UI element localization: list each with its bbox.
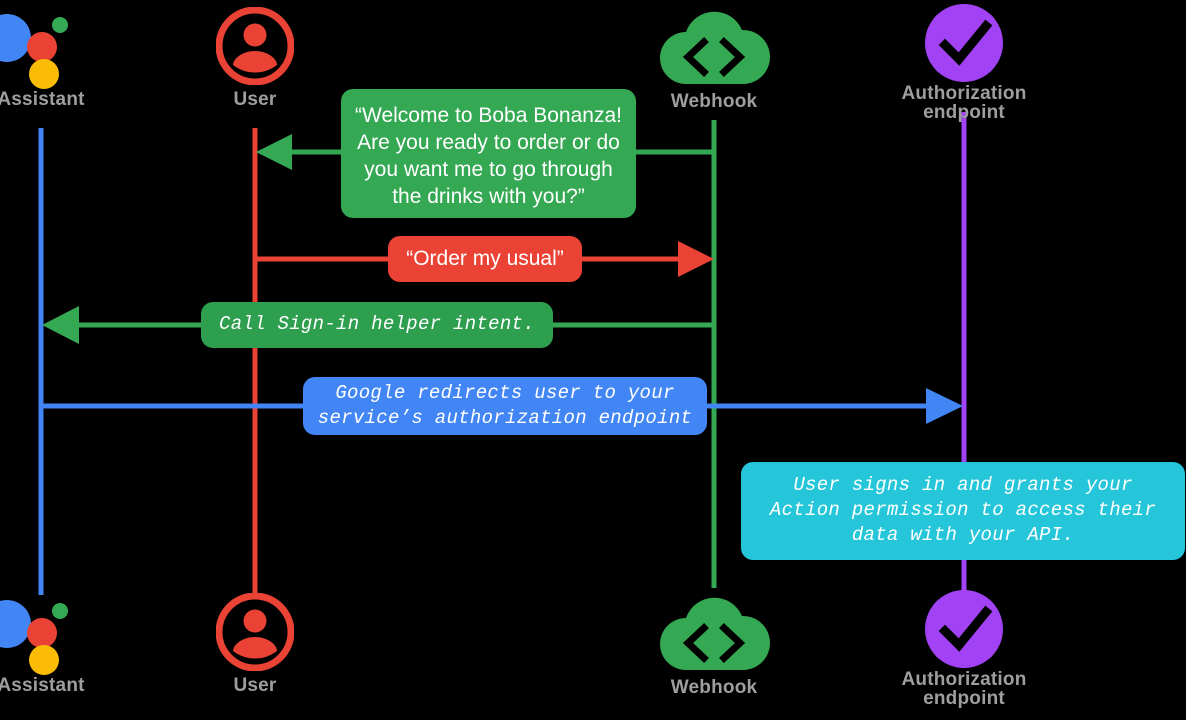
message-line-text: Google redirects user to your bbox=[335, 382, 675, 404]
arrowhead-signin bbox=[42, 306, 79, 344]
message-line-text: User signs in and grants your bbox=[793, 474, 1133, 496]
message-line-text: service’s authorization endpoint bbox=[317, 407, 693, 429]
assistant-dot-red bbox=[27, 32, 57, 62]
arrowhead-order bbox=[678, 241, 714, 277]
actor-auth-top: Authorization endpoint bbox=[864, 0, 1064, 122]
message-bubble-welcome: “Welcome to Boba Bonanza! Are you ready … bbox=[341, 89, 636, 218]
cloud-code-icon bbox=[654, 586, 774, 678]
actor-user-top: User bbox=[155, 4, 355, 109]
assistant-dot-yellow bbox=[29, 59, 59, 89]
google-assistant-icon bbox=[0, 590, 101, 676]
user-avatar-icon bbox=[195, 4, 315, 90]
actor-label-assistant: Assistant bbox=[0, 89, 85, 110]
message-bubble-user-grants: User signs in and grants your Action per… bbox=[741, 462, 1185, 560]
actor-label-auth: Authorization endpoint bbox=[901, 669, 1027, 709]
actor-label-assistant: Assistant bbox=[0, 675, 85, 696]
user-avatar-icon bbox=[195, 590, 315, 676]
message-bubble-order: “Order my usual” bbox=[388, 236, 582, 282]
actor-webhook-top: Webhook bbox=[614, 0, 814, 111]
arrowhead-redirect bbox=[926, 388, 963, 424]
message-line-text: Call Sign-in helper intent. bbox=[219, 313, 535, 335]
message-line-text: data with your API. bbox=[851, 524, 1075, 546]
actor-user-bottom: User bbox=[155, 590, 355, 695]
message-line-text: the drinks with you?” bbox=[392, 185, 585, 208]
actor-label-auth: Authorization endpoint bbox=[901, 83, 1027, 123]
assistant-dot-green bbox=[52, 603, 68, 619]
assistant-dot-blue bbox=[0, 600, 31, 648]
actor-label-webhook: Webhook bbox=[670, 91, 758, 112]
purple-check-circle-icon bbox=[904, 586, 1024, 670]
actor-assistant-bottom: Assistant bbox=[0, 590, 141, 695]
assistant-dot-red bbox=[27, 618, 57, 648]
assistant-dot-blue bbox=[0, 14, 31, 62]
actor-webhook-bottom: Webhook bbox=[614, 586, 814, 697]
cloud-code-icon bbox=[654, 0, 774, 92]
assistant-dot-green bbox=[52, 17, 68, 33]
actor-label-webhook: Webhook bbox=[670, 677, 758, 698]
google-assistant-icon bbox=[0, 4, 101, 90]
purple-check-circle-icon bbox=[904, 0, 1024, 84]
assistant-dot-yellow bbox=[29, 645, 59, 675]
actor-label-user: User bbox=[233, 89, 277, 110]
message-bubble-signin: Call Sign-in helper intent. bbox=[201, 302, 553, 348]
message-line-text: “Order my usual” bbox=[406, 247, 564, 270]
actor-assistant-top: Assistant bbox=[0, 4, 141, 109]
actor-auth-bottom: Authorization endpoint bbox=[864, 586, 1064, 708]
actor-label-user: User bbox=[233, 675, 277, 696]
message-line-text: Are you ready to order or do bbox=[357, 131, 620, 154]
arrowhead-welcome bbox=[256, 134, 292, 170]
message-line-text: “Welcome to Boba Bonanza! bbox=[355, 104, 622, 127]
message-line-text: you want me to go through bbox=[364, 158, 613, 181]
message-bubble-redirect: Google redirects user to your service’s … bbox=[303, 377, 707, 435]
message-line-text: Action permission to access their bbox=[769, 499, 1157, 521]
